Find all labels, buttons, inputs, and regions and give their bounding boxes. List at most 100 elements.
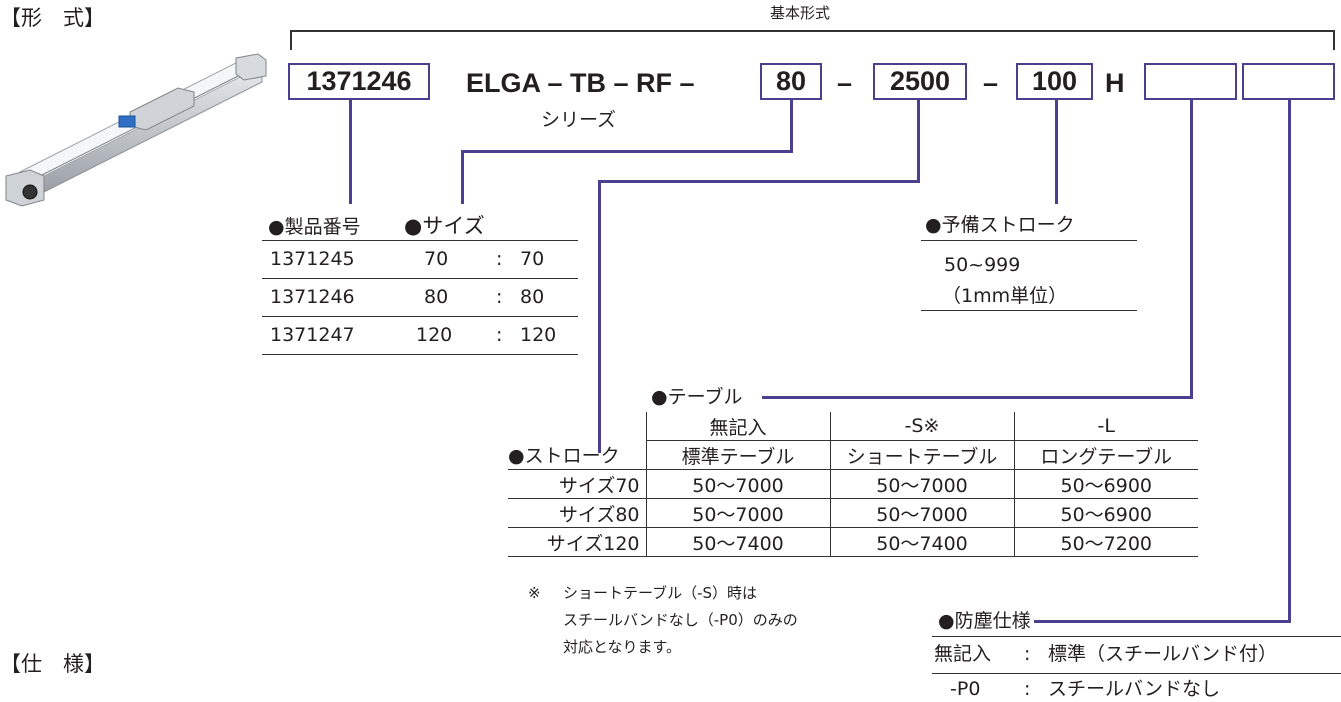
spec-heading: 【仕 様】 (0, 652, 105, 676)
size-code-value: 70 (520, 248, 545, 270)
dust-text: 標準（スチールバンド付） (1048, 643, 1277, 665)
stroke-range: 50～7000 (645, 498, 830, 528)
part-number-code: 1371246 (306, 66, 412, 96)
basic-format-label: 基本形式 (770, 4, 831, 22)
colon: : (496, 286, 503, 308)
connector-table-v (1190, 100, 1193, 399)
size-code-value: 80 (520, 286, 545, 308)
row-label: サイズ80 (508, 498, 646, 528)
part-table-row: 1371246 80 : 80 (262, 279, 578, 317)
colon: : (496, 248, 503, 270)
connector-dust-h (1034, 620, 1291, 623)
connector-size-h (461, 150, 793, 153)
stroke-range: 50～7400 (645, 527, 830, 557)
dust-code: -P0 (950, 678, 981, 700)
colon: : (1024, 678, 1031, 700)
dust-code: 無記入 (934, 643, 992, 665)
stroke-range: 50～6900 (1013, 469, 1198, 499)
stroke-range: 50～6900 (1013, 498, 1198, 528)
table-name: ショートテーブル (829, 440, 1014, 470)
reserve-stroke-range: 50~999 (944, 254, 1021, 276)
table-option-box (1144, 63, 1237, 100)
blank-cell (508, 412, 646, 441)
connector-stroke-h (598, 180, 920, 183)
format-heading: 【形 式】 (0, 6, 105, 30)
stroke-range: 50～7000 (829, 498, 1014, 528)
reserve-stroke-box: 100 (1016, 63, 1093, 100)
bracket-right (1333, 30, 1335, 50)
size-code-value: 120 (520, 324, 557, 346)
connector-stroke-v2 (598, 180, 601, 453)
dust-row: 無記入 : 標準（スチールバンド付） (932, 637, 1341, 674)
part-number-box: 1371246 (288, 63, 430, 100)
connector-dust-v (1288, 100, 1291, 623)
table-name: ロングテーブル (1013, 440, 1198, 470)
note-line: ショートテーブル（-S）時は (563, 584, 758, 602)
connector-reserve (1055, 100, 1058, 204)
stroke-range: 50～7000 (645, 469, 830, 499)
stroke-table: 無記入 -S※ -L ●ストローク 標準テーブル ショートテーブル ロングテーブ… (508, 412, 1198, 557)
h-code: H (1105, 68, 1125, 98)
table-code-row: 無記入 -S※ -L (508, 412, 1198, 441)
table-name-row: ●ストローク 標準テーブル ショートテーブル ロングテーブル (508, 440, 1198, 470)
size-value: 120 (416, 324, 453, 346)
part-number: 1371247 (270, 324, 355, 346)
dust-row: -P0 : スチールバンドなし (932, 674, 1341, 702)
stroke-box: 2500 (873, 63, 967, 100)
table-row: サイズ120 50～7400 50～7400 50～7200 (508, 527, 1198, 557)
part-number: 1371245 (270, 248, 355, 270)
dust-option-box (1242, 63, 1335, 100)
stroke-range: 50～7400 (829, 527, 1014, 557)
colon: : (1024, 643, 1031, 665)
size-header: ●サイズ (404, 214, 485, 238)
size-code: 80 (775, 66, 807, 96)
dust-option-code (1244, 65, 1333, 98)
part-number-header: ●製品番号 (268, 216, 361, 238)
dash-1: – (837, 68, 853, 98)
table-code: -S※ (829, 412, 1014, 441)
dash-2: – (983, 68, 999, 98)
dust-title: ●防塵仕様 (938, 610, 1031, 632)
part-table-rule-top (262, 240, 578, 241)
connector-size-v2 (461, 150, 464, 204)
stroke-range: 50～7200 (1013, 527, 1198, 557)
row-label: サイズ70 (508, 469, 646, 499)
note-mark: ※ (528, 584, 541, 602)
table-option-code (1146, 65, 1235, 98)
size-value: 80 (424, 286, 449, 308)
reserve-stroke-code: 100 (1031, 66, 1078, 96)
reserve-rule-bottom (921, 310, 1137, 311)
dust-text: スチールバンドなし (1048, 678, 1220, 700)
row-label: サイズ120 (508, 527, 646, 557)
size-box: 80 (760, 63, 822, 100)
stroke-range: 50～7000 (829, 469, 1014, 499)
note-line: 対応となります。 (563, 638, 682, 656)
linear-actuator-image (5, 53, 267, 207)
reserve-rule-top (921, 240, 1137, 241)
table-row: サイズ70 50～7000 50～7000 50～6900 (508, 469, 1198, 499)
stroke-code: 2500 (889, 66, 951, 96)
reserve-stroke-title: ●予備ストローク (925, 214, 1075, 236)
reserve-stroke-unit: （1mm単位） (942, 285, 1068, 307)
connector-size-v1 (790, 100, 793, 153)
connector-part-number (349, 100, 352, 204)
table-code: -L (1013, 412, 1198, 441)
table-name: 標準テーブル (645, 440, 830, 470)
stroke-title: ●ストローク (508, 440, 646, 470)
colon: : (496, 324, 503, 346)
part-number: 1371246 (270, 286, 355, 308)
connector-table-h (762, 396, 1193, 399)
series-label: シリーズ (541, 109, 617, 131)
size-value: 70 (424, 248, 449, 270)
bracket-top (290, 30, 1335, 32)
dust-rule-top (932, 636, 1341, 637)
series-code: ELGA – TB – RF – (466, 68, 695, 98)
note-line: スチールバンドなし（-P0）のみの (563, 611, 798, 629)
table-section-title: ●テーブル (651, 386, 743, 408)
table-row: サイズ80 50～7000 50～7000 50～6900 (508, 498, 1198, 528)
connector-stroke-v1 (917, 100, 920, 183)
part-table-row: 1371245 70 : 70 (262, 241, 578, 279)
bracket-left (290, 30, 292, 50)
part-table-row: 1371247 120 : 120 (262, 317, 578, 355)
table-code: 無記入 (645, 412, 830, 441)
